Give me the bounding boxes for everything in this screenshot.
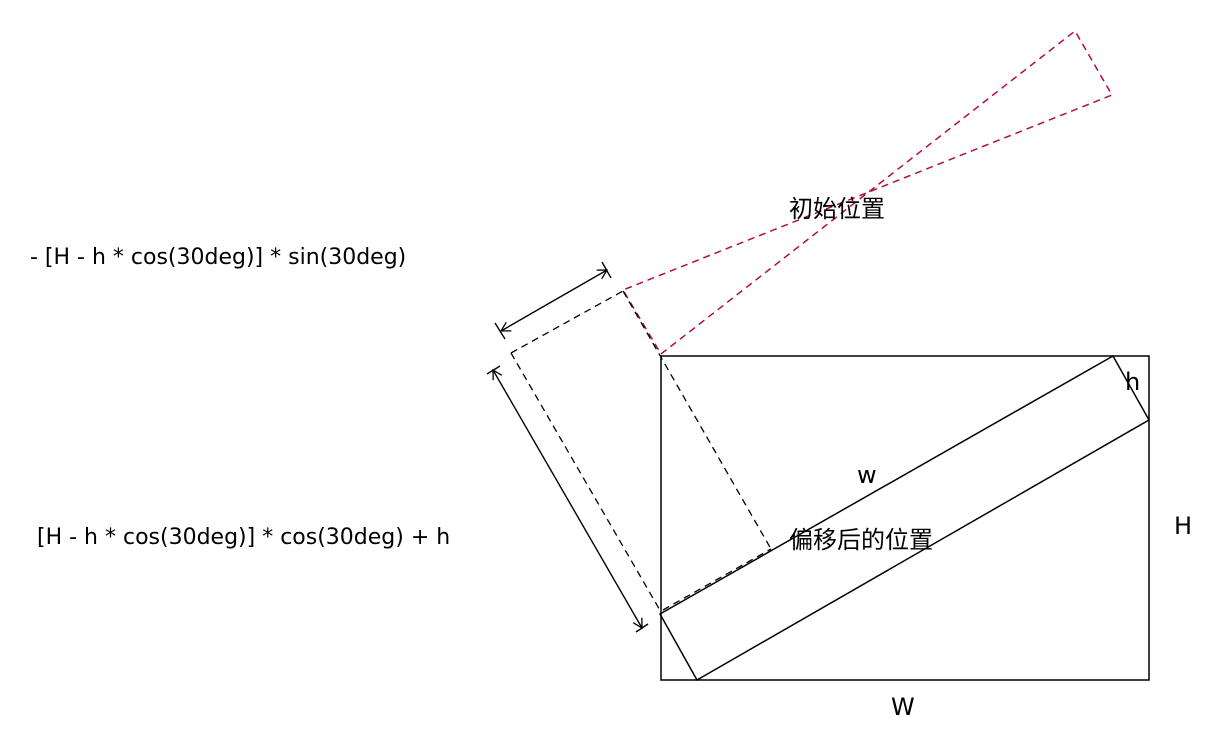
tick-top-left [494, 322, 506, 340]
dimension-arrow-top [494, 261, 612, 340]
helper-dashed-top [510, 290, 624, 354]
outer-container-rect [660, 355, 1150, 681]
small-h-label: h [1125, 368, 1140, 396]
helper-dashed-left [510, 352, 662, 613]
formula-bottom-label: [H - h * cos(30deg)] * cos(30deg) + h [37, 525, 450, 550]
big-w-label: W [891, 693, 915, 721]
formula-top-label: - [H - h * cos(30deg)] * sin(30deg) [30, 245, 406, 270]
big-h-label: H [1174, 512, 1192, 540]
initial-position-label: 初始位置 [789, 195, 885, 223]
helper-dashed-bottom [662, 548, 772, 611]
tick-left-top [486, 365, 501, 375]
rotated-rect-initial [621, 29, 1114, 356]
small-w-label: w [857, 461, 877, 489]
helper-dashed-vertical [622, 290, 772, 550]
helper-dashed-lines [510, 290, 772, 613]
tick-left-bottom [635, 623, 649, 633]
offset-position-label: 偏移后的位置 [789, 526, 933, 554]
dimension-arrow-left [486, 365, 649, 633]
rotated-rect-offset [658, 354, 1151, 682]
tick-top-right [601, 261, 612, 279]
